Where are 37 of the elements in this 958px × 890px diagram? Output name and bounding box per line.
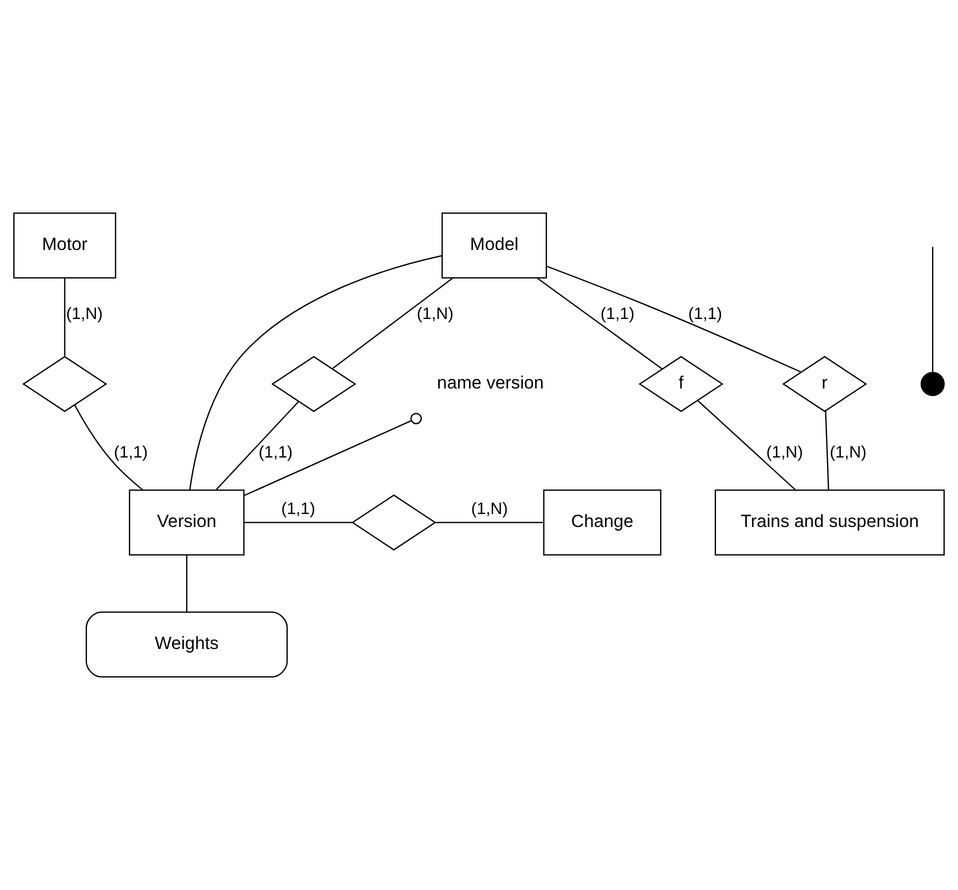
node-diamond: r <box>782 356 868 412</box>
connector <box>244 522 353 524</box>
connector <box>189 255 442 490</box>
connector <box>216 400 300 490</box>
connector <box>436 522 544 524</box>
edge-label: (1,N) <box>66 304 103 324</box>
connector <box>64 278 66 356</box>
edge-label: (1,1) <box>600 304 634 324</box>
connector <box>332 277 454 370</box>
edge-label: (1,1) <box>281 499 316 518</box>
edge-label: (1,1) <box>258 442 293 462</box>
edge-label: (1,N) <box>471 499 508 518</box>
edge-label: (1,1) <box>688 304 722 324</box>
node-box: Weights <box>86 611 288 678</box>
connector <box>186 555 188 612</box>
node-box: Version <box>128 489 245 556</box>
node-box: Change <box>543 489 662 556</box>
connector <box>244 412 422 496</box>
connector <box>698 400 796 490</box>
node-diamond <box>351 494 436 551</box>
node-box: Model <box>442 212 547 279</box>
connector <box>74 404 144 491</box>
connector <box>546 266 802 373</box>
edge-label: (1,1) <box>114 442 148 462</box>
connector <box>824 410 830 490</box>
node-diamond <box>271 356 356 412</box>
node-box: Trains and suspension <box>714 489 945 556</box>
edge-label: (1,N) <box>766 442 803 462</box>
node-diamond: f <box>638 356 724 412</box>
edge-label: (1,N) <box>830 442 867 462</box>
connector <box>932 246 934 372</box>
connector <box>536 277 663 370</box>
node-diamond <box>22 356 108 412</box>
node-text: name version <box>437 372 544 393</box>
node-box: Motor <box>13 212 116 279</box>
node-circle <box>920 372 945 396</box>
edge-label: (1,N) <box>416 304 454 324</box>
